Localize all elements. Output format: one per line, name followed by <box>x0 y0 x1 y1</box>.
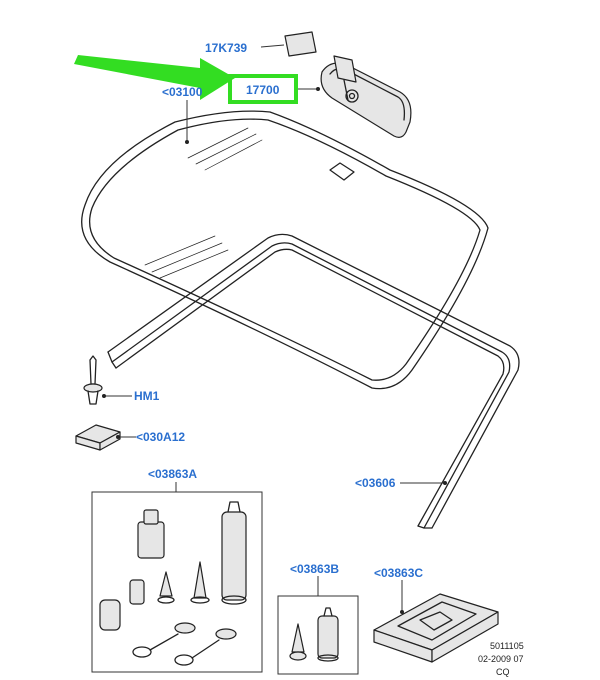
mirror-part <box>295 55 412 138</box>
label-moulding[interactable]: <03606 <box>355 476 396 490</box>
mirror-pad-part <box>260 31 317 57</box>
windscreen-part <box>81 100 489 390</box>
label-kit-a[interactable]: <03863A <box>148 467 197 481</box>
reference-date: 02-2009 07 <box>478 654 524 664</box>
label-rivet[interactable]: HM1 <box>134 389 160 403</box>
highlight-box <box>228 74 298 104</box>
label-windscreen[interactable]: <03100 <box>162 85 203 99</box>
label-kit-b[interactable]: <03863B <box>290 562 339 576</box>
pad-part <box>75 424 136 451</box>
label-pad[interactable]: <030A12 <box>136 430 185 444</box>
kit-c-part <box>373 580 499 663</box>
kit-b-part <box>277 576 359 675</box>
rivet-part <box>83 355 132 405</box>
kit-a-part <box>91 482 263 673</box>
label-kit-c[interactable]: <03863C <box>374 566 423 580</box>
label-mirror[interactable]: 17700 <box>246 83 280 97</box>
label-mirror-pad[interactable]: 17K739 <box>205 41 247 55</box>
reference-number: 5011105 <box>490 641 524 651</box>
moulding-part <box>107 233 520 529</box>
highlight-arrow <box>74 55 235 100</box>
reference-code: CQ <box>496 667 510 677</box>
